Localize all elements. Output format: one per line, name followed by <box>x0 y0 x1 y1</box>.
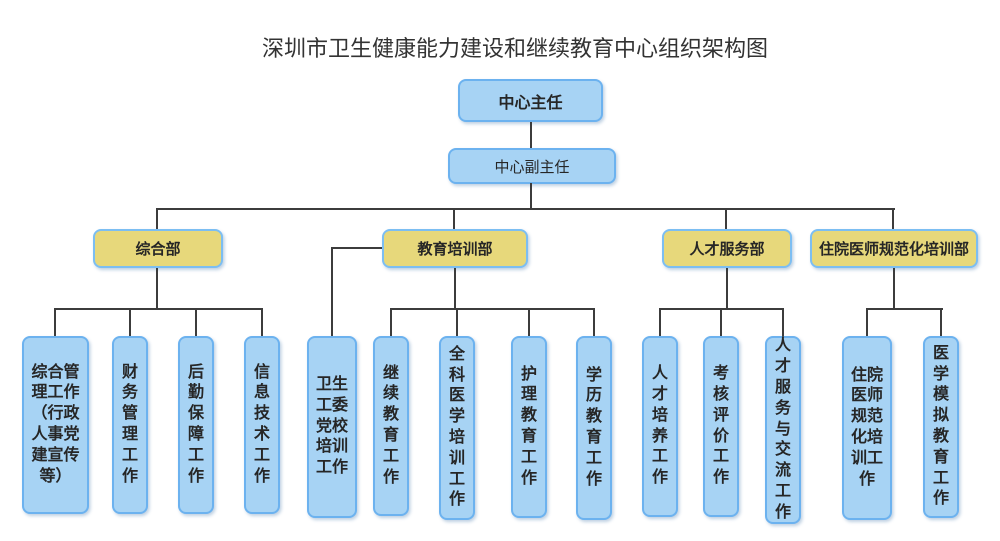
leaf-box-continuing-education: 继续教育工作 <box>373 336 409 516</box>
connector-line <box>156 208 158 229</box>
leaf-box-talent-development: 人才培养工作 <box>642 336 678 517</box>
chart-title: 深圳市卫生健康能力建设和继续教育中心组织架构图 <box>262 36 769 61</box>
leaf-box-nursing-education: 护理教育工作 <box>511 336 547 518</box>
leaf-box-logistics: 后勤保障工作 <box>178 336 214 514</box>
connector-line <box>55 308 263 310</box>
dept-box-talent-services: 人才服务部 <box>662 229 792 268</box>
leaf-box-general-practice-training: 全科医学培训工作 <box>439 336 475 520</box>
leaf-box-medical-simulation-education: 医学模拟教育工作 <box>923 336 959 518</box>
leaf-box-it: 信息技术工作 <box>244 336 280 514</box>
connector-line <box>157 208 895 210</box>
connector-line <box>528 308 530 336</box>
connector-line <box>331 247 333 336</box>
connector-line <box>866 308 868 336</box>
connector-line <box>892 208 894 229</box>
connector-line <box>720 308 722 336</box>
connector-line <box>195 308 197 336</box>
connector-line <box>156 268 158 308</box>
dept-box-residency-training: 住院医师规范化培训部 <box>810 229 978 268</box>
leaf-box-assessment-evaluation: 考核评价工作 <box>703 336 739 517</box>
leaf-box-general-management: 综合管理工作（行政人事党建宣传等） <box>22 336 89 514</box>
leaf-box-academic-education: 学历教育工作 <box>576 336 612 520</box>
leaf-box-party-school-training: 卫生工委党校培训工作 <box>307 336 357 518</box>
connector-line <box>390 308 392 336</box>
connector-line <box>129 308 131 336</box>
connector-line <box>454 268 456 308</box>
dept-box-general: 综合部 <box>93 229 223 268</box>
deputy-director-box: 中心副主任 <box>448 148 616 184</box>
leaf-box-residency-standardized-training: 住院医师规范化培训工作 <box>842 336 892 520</box>
connector-line <box>54 308 56 336</box>
director-box: 中心主任 <box>458 79 603 122</box>
connector-line <box>940 308 942 336</box>
connector-line <box>261 308 263 336</box>
connector-line <box>593 308 595 336</box>
connector-line <box>660 308 784 310</box>
connector-line <box>726 268 728 308</box>
connector-line <box>391 308 595 310</box>
connector-line <box>867 308 943 310</box>
leaf-box-finance: 财务管理工作 <box>112 336 148 514</box>
connector-line <box>453 208 455 229</box>
connector-line <box>659 308 661 336</box>
connector-line <box>530 183 532 210</box>
connector-line <box>725 208 727 229</box>
connector-line <box>332 247 382 249</box>
connector-line <box>782 308 784 336</box>
connector-line <box>893 268 895 308</box>
leaf-box-talent-service-exchange: 人才服务与交流工作 <box>765 336 801 524</box>
dept-box-education-training: 教育培训部 <box>382 229 528 268</box>
connector-line <box>456 308 458 336</box>
connector-line <box>530 122 532 148</box>
